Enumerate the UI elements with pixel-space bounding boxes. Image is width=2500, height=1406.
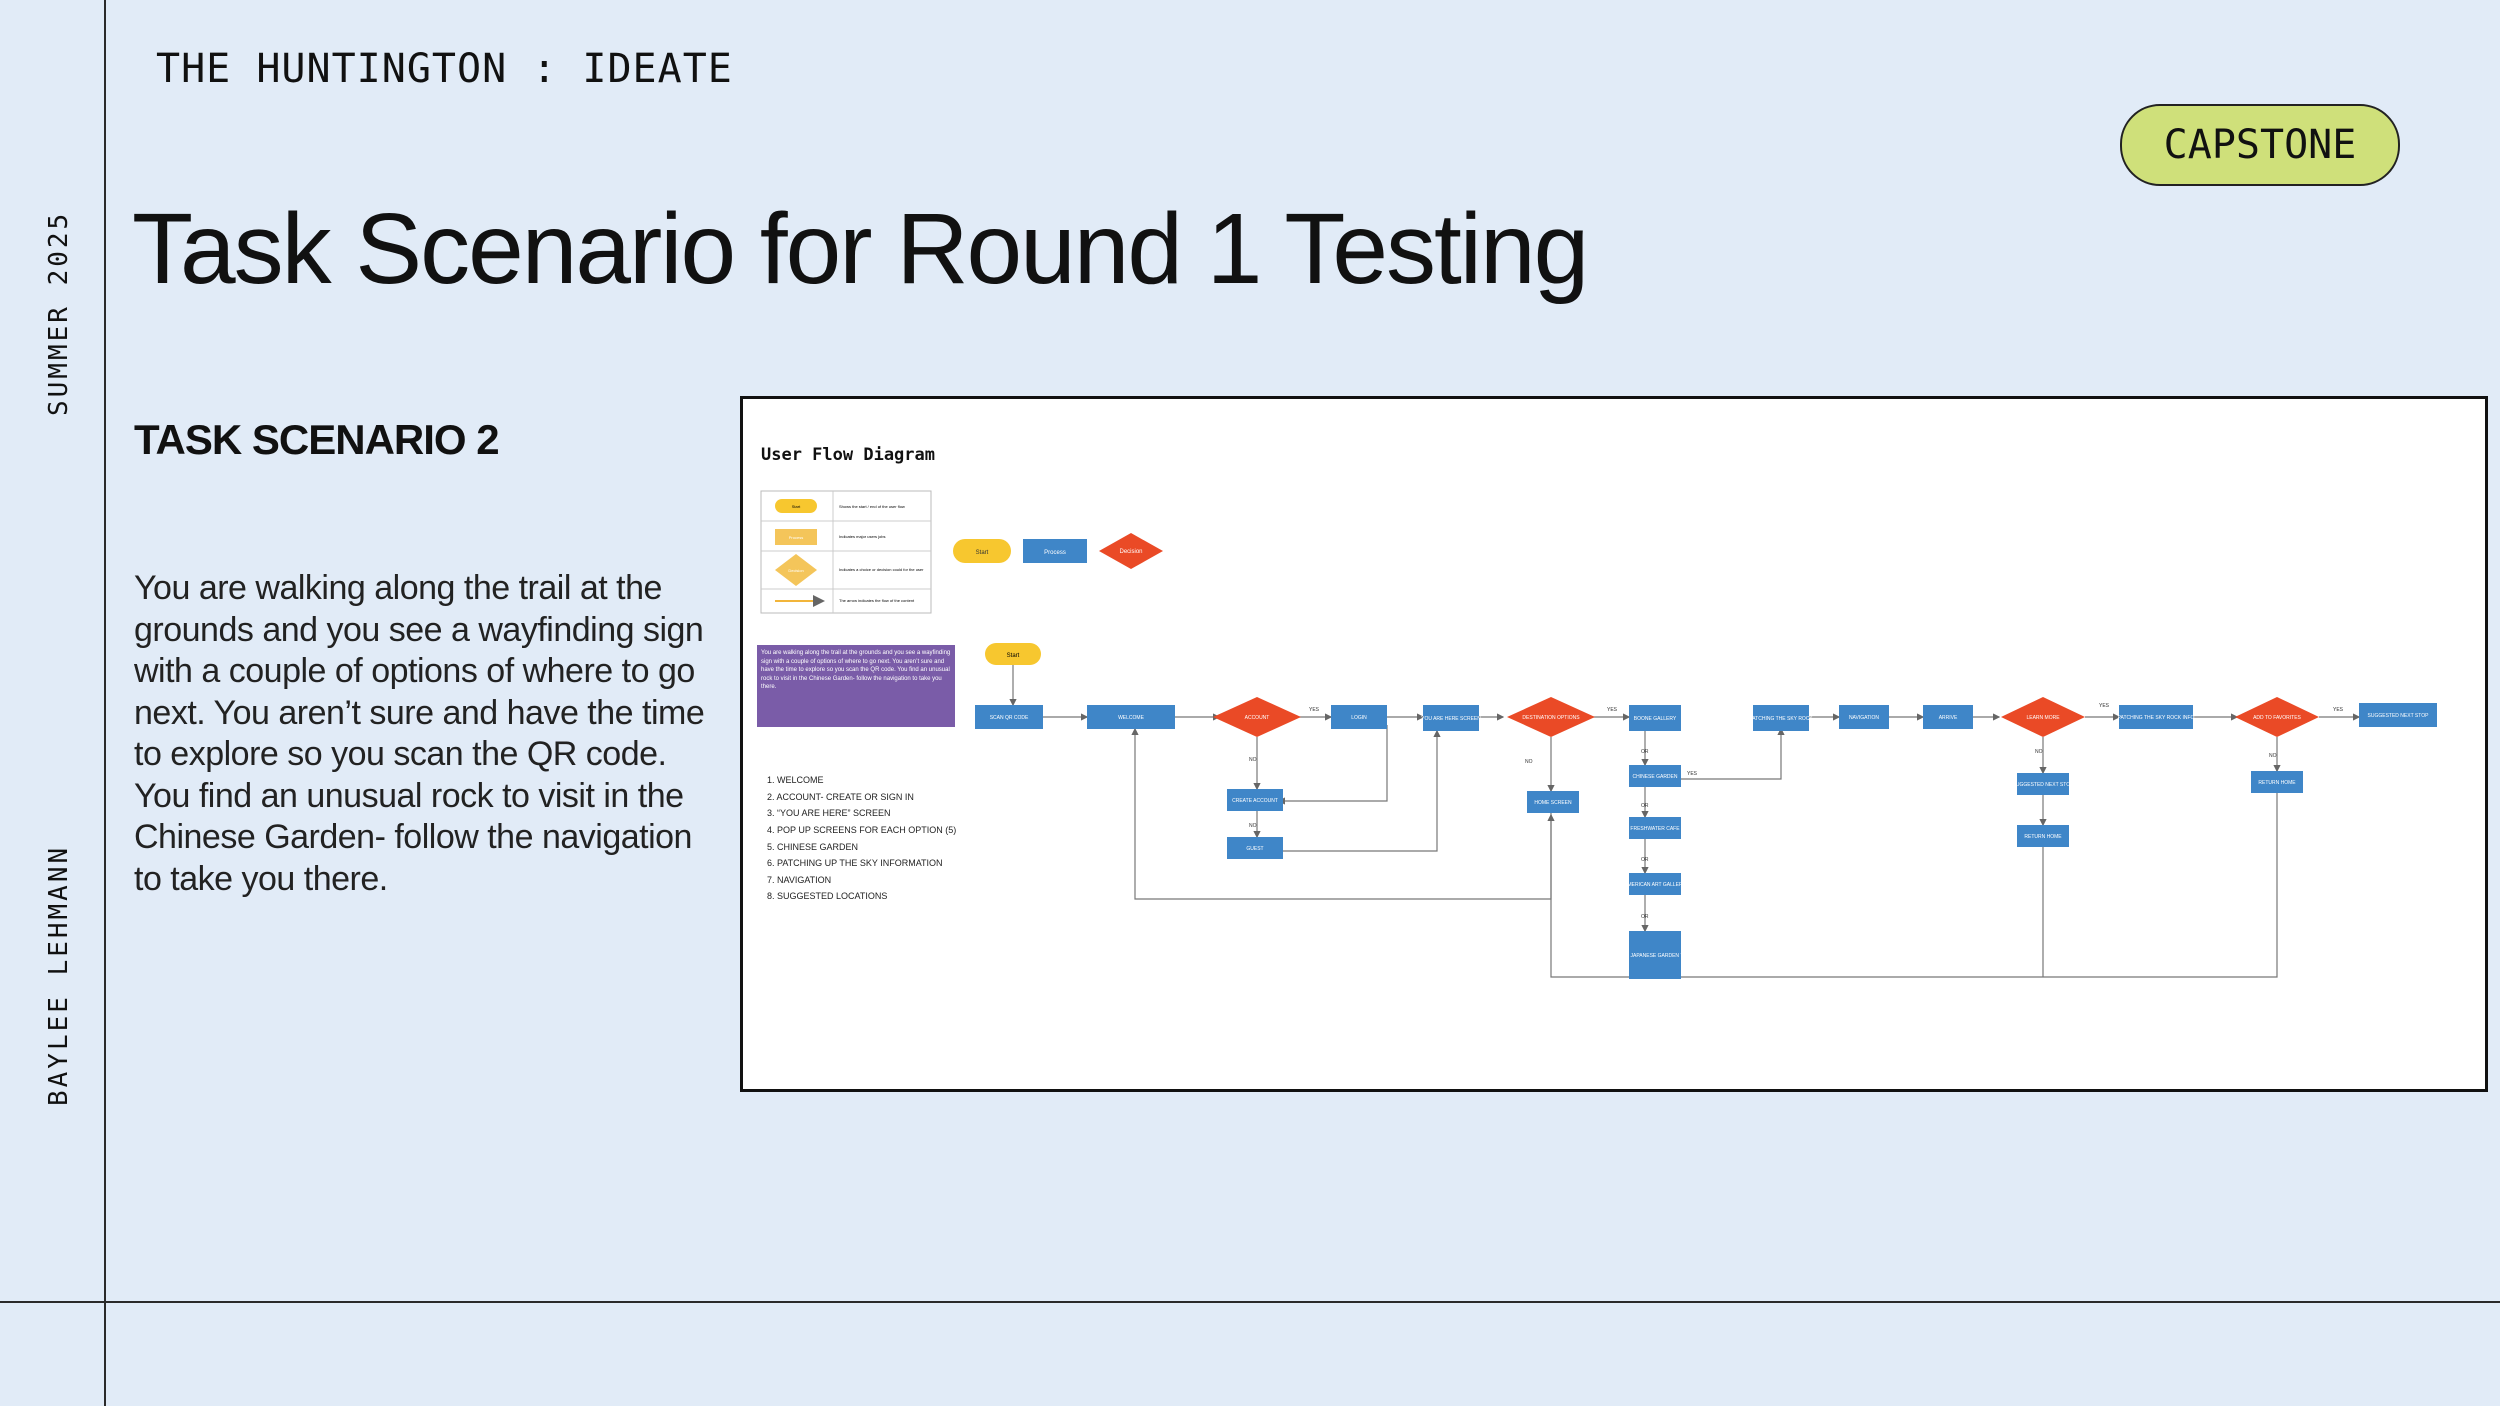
node-arrive: ARRIVE: [1939, 715, 1958, 721]
label-no-4: NO: [2035, 749, 2043, 755]
node-fav: ADD TO FAVORITES: [2253, 715, 2301, 721]
scenario-note: You are walking along the trail at the g…: [761, 650, 951, 690]
key-decision: Decision: [1119, 549, 1142, 555]
label-no-2: NO: [1249, 823, 1257, 829]
node-patchinfo: PATCHING THE SKY ROCK INFO: [2118, 715, 2195, 721]
label-yes-1: YES: [1309, 707, 1320, 713]
node-navigation: NAVIGATION: [1849, 715, 1879, 721]
key-process: Process: [1044, 550, 1066, 556]
diagram-title: User Flow Diagram: [761, 445, 935, 465]
scenario-body: You are walking along the trail at the g…: [134, 569, 705, 898]
node-rose: ROSE AND JAPANESE GARDEN TEA ROOM: [1603, 953, 1706, 959]
legend-shape-0: Start: [792, 504, 801, 509]
label-or-4: OR: [1641, 914, 1649, 920]
step-4: 4. POP UP SCREENS FOR EACH OPTION (5): [767, 825, 956, 835]
legend-desc-2: Indicates a choice or decision could for…: [839, 567, 924, 572]
user-flow-diagram: User Flow Diagram Start Process Decision…: [740, 396, 2488, 1092]
step-7: 7. NAVIGATION: [767, 875, 831, 885]
node-boone: BOONE GALLERY: [1634, 716, 1677, 722]
node-welcome: WELCOME: [1118, 715, 1145, 721]
scenario-title: TASK SCENARIO 2: [134, 416, 500, 463]
node-guest: GUEST: [1246, 846, 1263, 852]
sidebar-season: SUMMER 2025: [44, 210, 74, 416]
label-or-1: OR: [1641, 749, 1649, 755]
node-dest: DESTINATION OPTIONS: [1522, 715, 1580, 721]
sidebar-author: BAYLEE LEHMANN: [44, 844, 74, 1106]
label-no-3: NO: [1525, 759, 1533, 765]
node-home: HOME SCREEN: [1534, 800, 1572, 806]
key-start: Start: [976, 550, 989, 556]
step-3: 3. “YOU ARE HERE” SCREEN: [767, 808, 891, 818]
legend-box: Start Process Decision Shows the start /…: [760, 490, 932, 614]
node-scan: SCAN QR CODE: [990, 715, 1029, 721]
node-suggested: SUGGESTED NEXT STOP: [2013, 782, 2075, 788]
node-return1: RETURN HOME: [2024, 834, 2062, 840]
node-here: YOU ARE HERE SCREEN: [1421, 716, 1481, 722]
label-yes-4: YES: [2099, 703, 2110, 709]
label-no-5: NO: [2269, 753, 2277, 759]
label-yes-5: YES: [2333, 707, 2344, 713]
node-nextstop: SUGGESTED NEXT STOP: [2368, 713, 2430, 719]
node-american: AMERICAN ART GALLERY: [1624, 882, 1686, 888]
node-login: LOGIN: [1351, 715, 1367, 721]
step-2: 2. ACCOUNT- CREATE OR SIGN IN: [767, 792, 914, 802]
step-5: 5. CHINESE GARDEN: [767, 842, 858, 852]
label-no-1: NO: [1249, 757, 1257, 763]
legend-shape-2: Decision: [788, 568, 803, 573]
node-patching: PATCHING THE SKY ROCK: [1749, 716, 1813, 722]
legend-shape-1: Process: [789, 535, 803, 540]
label-or-3: OR: [1641, 857, 1649, 863]
label-or-2: OR: [1641, 803, 1649, 809]
step-8: 8. SUGGESTED LOCATIONS: [767, 891, 887, 901]
legend-desc-3: The arrow indicates the flow of the cont…: [839, 598, 915, 603]
label-yes-2: YES: [1607, 707, 1618, 713]
flow-svg: Start Process Decision Shows the start /…: [757, 490, 2437, 979]
step-6: 6. PATCHING UP THE SKY INFORMATION: [767, 858, 943, 868]
steps-list: 1. WELCOME 2. ACCOUNT- CREATE OR SIGN IN…: [767, 775, 956, 901]
step-1: 1. WELCOME: [767, 775, 824, 785]
legend-desc-1: Indicates major users jobs: [839, 534, 885, 539]
node-start: Start: [1007, 653, 1020, 659]
legend-desc-0: Shows the start / end of the user flow: [839, 504, 905, 509]
vertical-divider: [104, 0, 106, 1406]
horizontal-divider: [0, 1301, 2500, 1303]
page-header: THE HUNTINGTON : IDEATE: [156, 46, 733, 92]
node-account: ACCOUNT: [1245, 715, 1270, 721]
node-cafe: FRESHWATER CAFE: [1630, 826, 1680, 832]
page-title: Task Scenario for Round 1 Testing: [132, 193, 1589, 305]
node-create: CREATE ACCOUNT: [1232, 798, 1278, 804]
capstone-badge: CAPSTONE: [2120, 104, 2400, 186]
node-return2: RETURN HOME: [2258, 780, 2296, 786]
node-learn: LEARN MORE: [2026, 715, 2060, 721]
node-chinese: CHINESE GARDEN: [1632, 774, 1677, 780]
label-yes-3: YES: [1687, 771, 1698, 777]
